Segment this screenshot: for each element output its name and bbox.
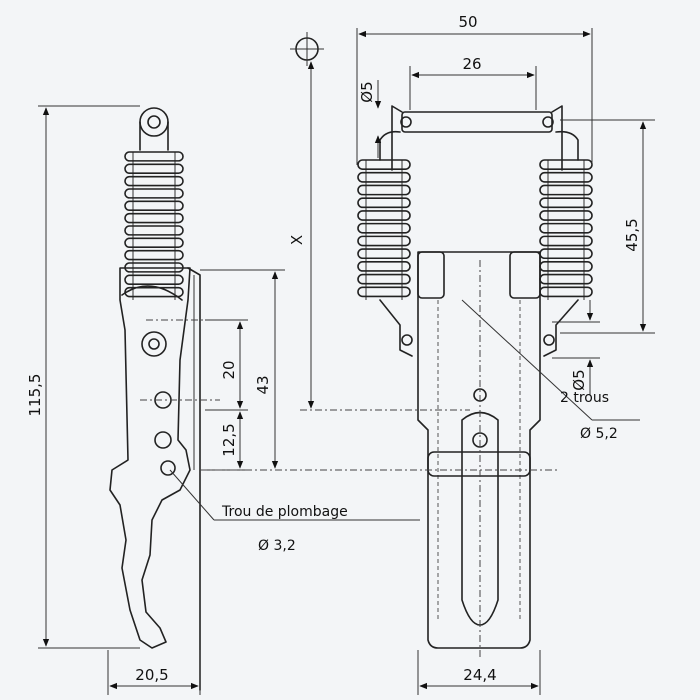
spring-coil [124, 200, 184, 212]
spring-coil [124, 212, 184, 224]
front-top-pin [401, 111, 553, 133]
front-view [200, 105, 593, 660]
spring-coil [539, 197, 593, 209]
spring-coil [124, 274, 184, 286]
spring-coil [357, 286, 411, 298]
front-hinge-left [417, 251, 445, 299]
label-x: X [288, 235, 306, 245]
spring-coil [357, 235, 411, 247]
front-hooks [379, 130, 579, 161]
spring-coil [539, 171, 593, 183]
note-seal-hole: Trou de plombage Ø 3,2 [169, 469, 420, 554]
spring-coil [357, 273, 411, 285]
label-front-width: 24,4 [463, 666, 496, 684]
dim-lever-height: 43 [200, 269, 285, 469]
dim-upper-hole: 20 [205, 319, 248, 411]
spring-coil [539, 235, 593, 247]
front-hole-right [543, 334, 555, 346]
front-lower-hooks [379, 299, 579, 357]
spring-coil [357, 261, 411, 272]
spring-coil [539, 184, 593, 196]
label-lower: 12,5 [220, 423, 238, 456]
label-holes-count: 2 trous [560, 390, 609, 406]
dim-overall-width: 50 [356, 13, 593, 165]
label-lever-height: 43 [254, 375, 272, 394]
dim-spring-height: 45,5 [560, 119, 655, 334]
side-spring [124, 151, 184, 300]
front-main-plate [417, 251, 541, 649]
front-cross-bar [427, 451, 531, 477]
front-spring-left [357, 159, 411, 300]
front-tongue [461, 411, 499, 626]
side-pivot-hole [148, 338, 160, 350]
dim-base-width: 20,5 [107, 650, 201, 695]
side-top-eye [139, 107, 169, 137]
spring-coil [357, 210, 411, 221]
spring-core [365, 160, 403, 300]
reference-mark [290, 32, 324, 66]
spring-coil [124, 188, 184, 199]
front-hinge-right [509, 251, 541, 299]
spring-coil [357, 222, 411, 234]
side-back-plate [187, 267, 201, 691]
side-pivot [141, 331, 167, 357]
label-small-hole: Ø5 [570, 369, 588, 390]
label-pin-dia: Ø5 [358, 81, 376, 102]
side-view [109, 107, 220, 691]
leader-holes [461, 299, 593, 421]
dim-lower: 12,5 [205, 411, 248, 471]
spring-coil [124, 249, 184, 261]
dim-pin-length: 26 [409, 55, 537, 110]
dim-front-width: 24,4 [417, 650, 541, 695]
spring-coil [124, 225, 184, 236]
spring-coil [124, 151, 184, 162]
spring-coil [357, 184, 411, 196]
label-seal-hole: Trou de plombage [221, 504, 348, 520]
label-seal-hole-dia: Ø 3,2 [258, 538, 296, 554]
spring-coil [539, 222, 593, 234]
label-overall-width: 50 [458, 13, 477, 31]
side-top-eye-hole [147, 115, 161, 129]
dim-pin-dia: Ø5 [358, 80, 382, 158]
side-spring-hook [121, 285, 183, 301]
spring-core [547, 160, 585, 300]
side-top-rod [139, 121, 169, 151]
label-upper-hole: 20 [220, 360, 238, 379]
front-spring-right [539, 159, 593, 300]
leader-seal [169, 469, 215, 521]
label-height-total: 115,5 [26, 374, 44, 417]
spring-coil [357, 171, 411, 183]
front-pin-ends [391, 105, 563, 171]
spring-coil [357, 197, 411, 209]
front-pin-hole-right [542, 116, 554, 128]
spring-coil [124, 175, 184, 187]
spring-coil [124, 237, 184, 249]
spring-coil [124, 163, 184, 175]
side-seal-hole [160, 460, 176, 476]
front-pin-hole-left [400, 116, 412, 128]
spring-coil [357, 248, 411, 260]
front-hidden-lines [437, 300, 521, 620]
label-holes-dia: Ø 5,2 [580, 426, 618, 442]
label-pin-length: 26 [462, 55, 481, 73]
spring-coil [539, 210, 593, 221]
side-mid-hole [154, 431, 172, 449]
label-spring-height: 45,5 [623, 218, 641, 251]
label-base-width: 20,5 [135, 666, 168, 684]
note-holes: 2 trous Ø 5,2 [461, 299, 640, 442]
dim-small-hole: Ø5 [552, 300, 600, 395]
side-lever-body [109, 267, 191, 649]
spring-coil [357, 159, 411, 170]
front-hole-left [401, 334, 413, 346]
dim-x: X [288, 61, 470, 411]
dim-height-total: 115,5 [26, 105, 140, 649]
